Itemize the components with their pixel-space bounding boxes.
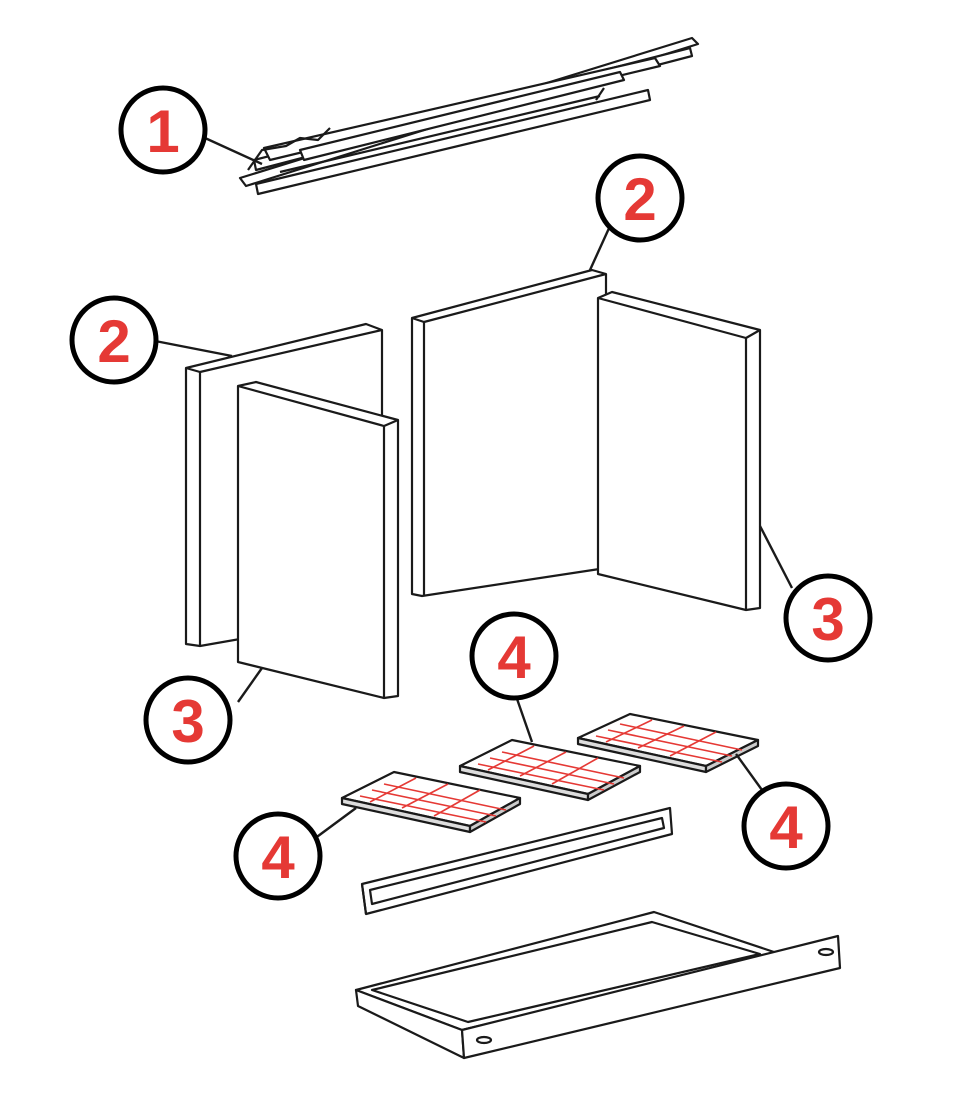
callout-1: 1 bbox=[118, 85, 208, 175]
svg-text:4: 4 bbox=[261, 824, 295, 891]
svg-text:1: 1 bbox=[146, 98, 179, 165]
baffle-plate bbox=[238, 36, 700, 196]
side-panel-right bbox=[596, 290, 762, 612]
svg-text:2: 2 bbox=[97, 308, 130, 375]
side-panel-left bbox=[236, 380, 400, 700]
svg-text:3: 3 bbox=[811, 586, 844, 653]
svg-text:2: 2 bbox=[623, 166, 656, 233]
ash-guard-bar bbox=[360, 806, 674, 916]
grate-left bbox=[340, 770, 522, 834]
callout-4-right: 4 bbox=[741, 781, 831, 871]
grate-middle bbox=[458, 738, 642, 802]
ash-pan bbox=[354, 910, 842, 1060]
svg-text:4: 4 bbox=[769, 794, 803, 861]
callout-3-right: 3 bbox=[783, 573, 873, 663]
callout-2-left: 2 bbox=[69, 295, 159, 385]
grate-right bbox=[576, 712, 760, 774]
callout-4-left: 4 bbox=[233, 811, 323, 901]
callout-2-right: 2 bbox=[595, 153, 685, 243]
callout-3-left: 3 bbox=[143, 675, 233, 765]
svg-text:4: 4 bbox=[497, 624, 531, 691]
callout-4-middle: 4 bbox=[469, 611, 559, 701]
back-panel-right bbox=[410, 268, 608, 598]
svg-text:3: 3 bbox=[171, 688, 204, 755]
